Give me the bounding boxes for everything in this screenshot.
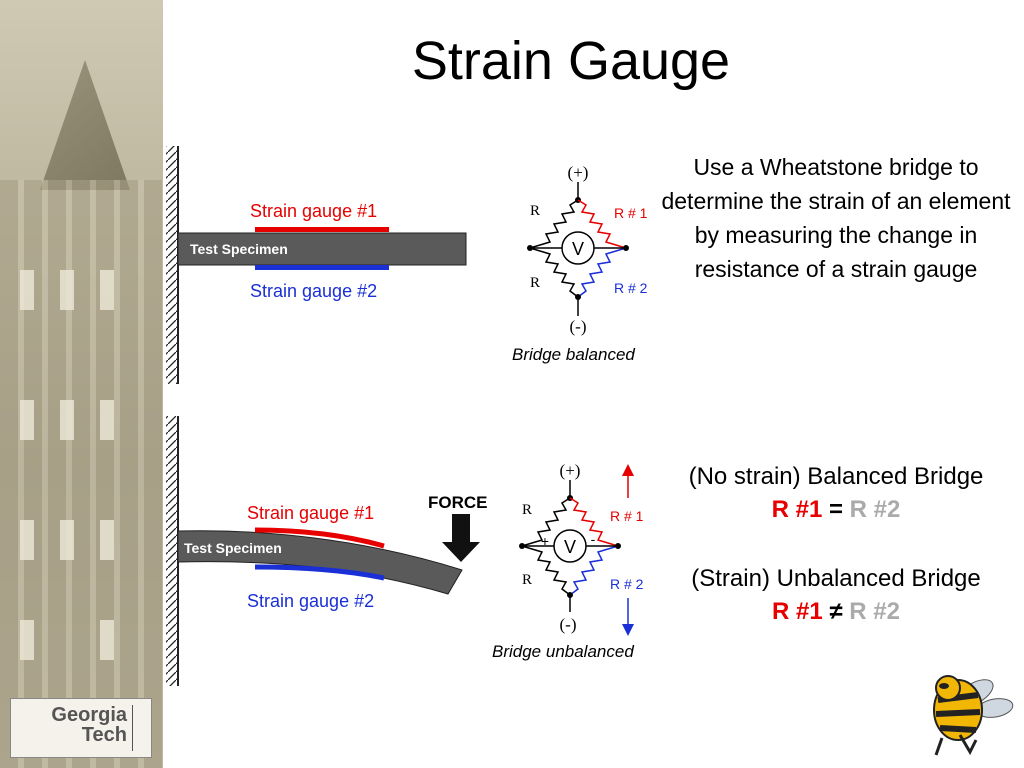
test-specimen-bar [177,232,467,266]
window [100,400,114,440]
gauge1-label: Strain gauge #1 [250,201,377,221]
meter-plus-label: + [541,533,549,549]
minus-terminal-label: (-) [560,615,577,634]
resistor-r1-icon [577,199,627,249]
strain-gauge-2 [255,265,389,270]
balanced-bridge-circuit: (+) V (-) R R R # 1 R # 2 Bridge balance… [512,163,648,364]
window [60,270,74,310]
resistor-icon [529,247,579,298]
voltmeter-icon [553,529,587,563]
window [100,620,114,660]
r-label: R [522,572,532,588]
yellow-jacket-mascot-icon [933,675,1014,756]
window [100,270,114,310]
force-arrow-icon [442,514,480,562]
plus-terminal-label: (+) [560,461,581,480]
window [20,520,34,560]
unbalanced-bridge-circuit: (+) V + - (-) R R R # 1 R # 2 Bridge unb… [492,461,644,661]
resistor-r1-icon [569,497,619,547]
balanced-heading: (No strain) Balanced Bridge [688,463,984,490]
r1-term: R #1 [772,598,823,625]
equals-operator: = [828,496,843,523]
r-label: R [530,203,540,219]
resistor-icon [521,497,571,547]
balanced-bridge-note: (No strain) Balanced Bridge R #1 = R #2 [655,460,1017,526]
georgia-tech-logo: Georgia Tech [10,698,152,758]
minus-terminal-label: (-) [570,317,587,336]
logo-tower-mark-icon [132,705,145,751]
wheatstone-description: Use a Wheatstone bridge to determine the… [661,154,1011,282]
window [20,270,34,310]
logo-text: Georgia Tech [19,705,127,745]
campus-building-photo: Georgia Tech [0,0,163,768]
r1-label: R # 1 [614,205,648,221]
voltmeter-icon [561,231,595,265]
window [20,400,34,440]
slide-title: Strain Gauge [411,31,731,91]
resistor-r2-icon [569,545,619,596]
r2-term: R #2 [849,598,900,625]
window [60,400,74,440]
resistor-r2-icon [577,247,627,298]
resistor-icon [529,199,579,249]
r-label: R [522,502,532,518]
unbalanced-specimen-diagram: Test Specimen Strain gauge #1 Strain gau… [166,416,488,686]
r1-label: R # 1 [610,508,644,524]
r1-term: R #1 [771,496,823,523]
voltmeter-label: V [572,239,584,259]
wall-hatch-icon [166,416,178,686]
voltmeter-label: V [564,537,576,557]
window [60,520,74,560]
logo-line1: Georgia [51,704,127,726]
plus-terminal-label: (+) [568,163,589,182]
not-equals-operator: ≠ [829,598,843,625]
balanced-specimen-diagram: Test Specimen Strain gauge #1 Strain gau… [166,146,467,384]
r2-label: R # 2 [610,576,644,592]
r2-label: R # 2 [614,280,648,296]
meter-minus-label: - [591,531,596,547]
gauge2-label: Strain gauge #2 [247,591,374,611]
strain-gauge-1 [255,227,389,232]
unbalanced-heading: (Strain) Unbalanced Bridge [691,565,981,592]
balanced-equation: R #1 = R #2 [655,493,1017,526]
bridge-unbalanced-caption: Bridge unbalanced [492,642,634,661]
logo-line2: Tech [81,724,127,746]
r2-term: R #2 [849,496,901,523]
wall-hatch-icon [166,146,178,384]
gauge2-label: Strain gauge #2 [250,281,377,301]
bent-test-specimen [177,530,463,595]
resistor-icon [521,545,571,596]
unbalanced-bridge-note: (Strain) Unbalanced Bridge R #1 ≠ R #2 [655,562,1017,628]
gauge1-label: Strain gauge #1 [247,503,374,523]
specimen-label: Test Specimen [184,540,282,556]
strain-gauge-2 [254,564,385,581]
strain-gauge-1 [254,527,385,549]
r-label: R [530,275,540,291]
window [100,520,114,560]
window [20,620,34,660]
specimen-label: Test Specimen [190,241,288,257]
force-label: FORCE [428,493,488,512]
bridge-balanced-caption: Bridge balanced [512,345,635,364]
unbalanced-equation: R #1 ≠ R #2 [655,595,1017,628]
